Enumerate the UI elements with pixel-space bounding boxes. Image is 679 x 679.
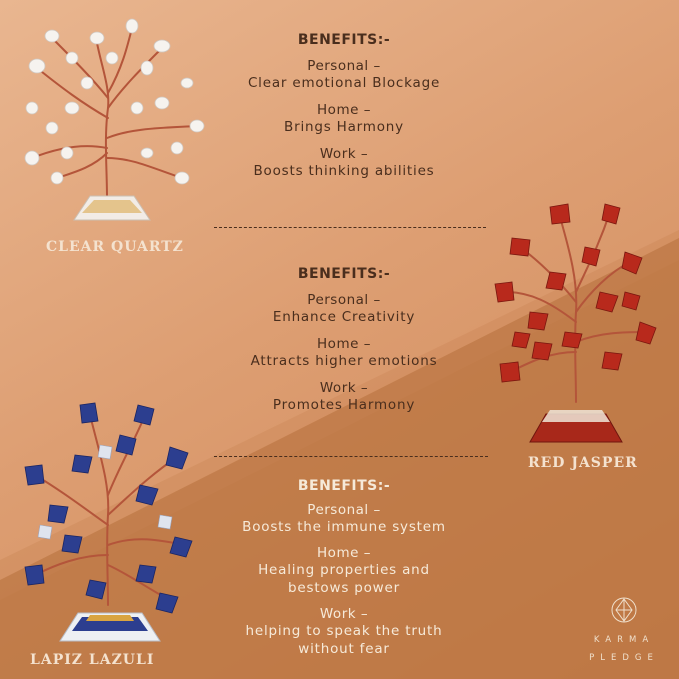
red-jasper-benefits: BENEFITS:- Personal – Enhance Creativity… [214,266,474,424]
benefit-text: Healing properties and [258,562,430,578]
benefit-home: Home – Healing properties and bestows po… [214,545,474,597]
clear-quartz-benefits: BENEFITS:- Personal – Clear emotional Bl… [214,32,474,190]
benefit-text: Boosts the immune system [242,519,446,535]
benefit-text: bestows power [288,580,400,596]
benefit-home: Home – Attracts higher emotions [214,336,474,370]
benefits-title: BENEFITS:- [297,478,391,494]
benefit-text: Attracts higher emotions [250,353,438,369]
benefit-work: Work – Promotes Harmony [214,380,474,414]
section-divider [214,456,488,457]
benefit-home: Home – Brings Harmony [214,102,474,136]
benefit-text: Enhance Creativity [272,309,416,325]
benefits-title: BENEFITS:- [297,266,391,282]
benefit-work: Work – helping to speak the truth withou… [214,606,474,658]
stone-name-clear-quartz: CLEAR QUARTZ [46,239,184,255]
benefit-heading: Home – [317,336,371,352]
benefit-heading: Home – [317,102,371,118]
benefit-text: Brings Harmony [284,119,404,135]
logo-word-karma: KARMA [594,635,654,645]
benefit-heading: Personal – [307,292,381,308]
lapiz-lazuli-tree-image [24,402,193,642]
clear-quartz-tree-image [24,18,205,221]
benefit-heading: Work – [319,146,369,162]
lapiz-lazuli-benefits: BENEFITS:- Personal – Boosts the immune … [214,478,474,667]
benefit-heading: Personal – [307,502,381,518]
benefit-heading: Personal – [307,58,381,74]
benefit-heading: Home – [317,545,371,561]
benefit-personal: Personal – Clear emotional Blockage [214,58,474,92]
benefits-title: BENEFITS:- [297,32,391,48]
logo-mark-icon [611,597,637,623]
karma-pledge-logo: KARMA PLEDGE [589,597,659,663]
benefit-text: Boosts thinking abilities [253,163,435,179]
benefit-text: helping to speak the truth [245,623,443,639]
benefit-text: without fear [298,641,390,657]
benefit-personal: Personal – Boosts the immune system [214,502,474,536]
red-jasper-tree-image [494,203,657,443]
benefit-personal: Personal – Enhance Creativity [214,292,474,326]
benefit-heading: Work – [319,606,369,622]
section-divider [214,227,486,228]
logo-word-pledge: PLEDGE [589,653,659,663]
benefit-work: Work – Boosts thinking abilities [214,146,474,180]
stone-name-red-jasper: RED JASPER [528,455,638,471]
benefit-text: Clear emotional Blockage [247,75,441,91]
stone-name-lapiz-lazuli: LAPIZ LAZULI [30,652,155,668]
benefit-text: Promotes Harmony [272,397,416,413]
benefit-heading: Work – [319,380,369,396]
